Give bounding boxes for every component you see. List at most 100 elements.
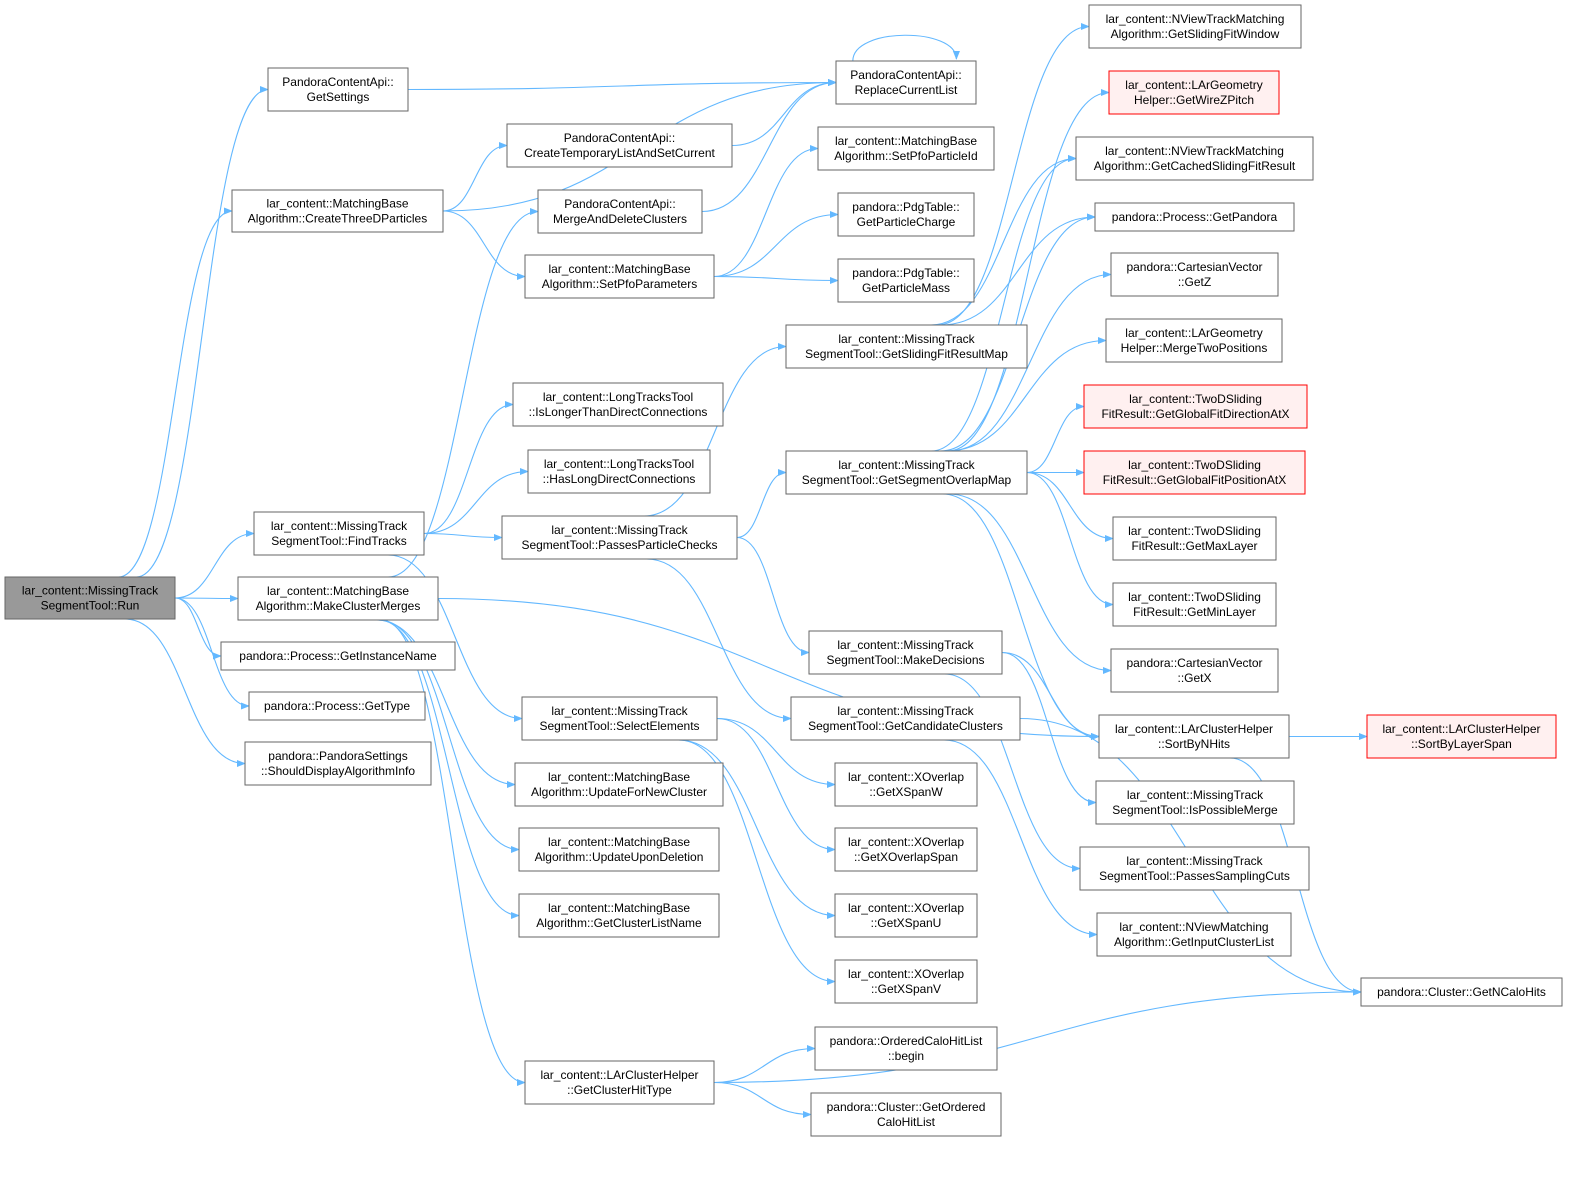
- node-label-line: lar_content::MissingTrack: [838, 458, 975, 472]
- edge-run-to-getInstanceName: [174, 597, 222, 660]
- node-box: [1098, 714, 1290, 759]
- node-updateDel[interactable]: lar_content::MatchingBaseAlgorithm::Upda…: [518, 827, 720, 872]
- node-label-line: lar_content::NViewTrackMatching: [1106, 12, 1285, 26]
- node-createTemp[interactable]: PandoraContentApi::CreateTemporaryListAn…: [506, 123, 733, 168]
- node-createThreeD[interactable]: lar_content::MatchingBaseAlgorithm::Crea…: [231, 189, 444, 233]
- edge-findTracks-to-selectElements: [387, 554, 523, 723]
- node-box: [244, 741, 432, 786]
- node-label-line: lar_content::MissingTrack: [551, 704, 688, 718]
- node-label-line: Algorithm::GetInputClusterList: [1114, 935, 1275, 949]
- node-globalDir[interactable]: lar_content::TwoDSlidingFitResult::GetGl…: [1083, 384, 1308, 429]
- node-isLonger[interactable]: lar_content::LongTracksTool::IsLongerTha…: [512, 382, 724, 427]
- node-label-line: lar_content::MatchingBase: [266, 197, 408, 211]
- node-minLayer[interactable]: lar_content::TwoDSlidingFitResult::GetMi…: [1112, 582, 1277, 627]
- edge-getHitType-to-getNCaloHits: [713, 988, 1362, 1084]
- node-maxLayer[interactable]: lar_content::TwoDSlidingFitResult::GetMa…: [1112, 516, 1277, 561]
- node-getX[interactable]: pandora::CartesianVector::GetX: [1110, 648, 1279, 693]
- node-box: [1094, 202, 1295, 232]
- node-label-line: CaloHitList: [877, 1115, 936, 1129]
- node-makeMerges[interactable]: lar_content::MatchingBaseAlgorithm::Make…: [237, 576, 439, 621]
- node-box: [524, 254, 715, 299]
- node-getSFRMap[interactable]: lar_content::MissingTrackSegmentTool::Ge…: [785, 324, 1028, 369]
- node-label-line: lar_content::MatchingBase: [548, 770, 690, 784]
- node-label-line: SegmentTool::GetSlidingFitResultMap: [805, 347, 1008, 361]
- node-box: [1366, 714, 1557, 759]
- node-mergeTwo[interactable]: lar_content::LArGeometryHelper::MergeTwo…: [1105, 318, 1283, 363]
- node-label-line: ::GetX: [1177, 671, 1211, 685]
- node-label-line: lar_content::MissingTrack: [838, 332, 975, 346]
- node-getCandidates[interactable]: lar_content::MissingTrackSegmentTool::Ge…: [790, 696, 1021, 741]
- node-label-line: CreateTemporaryListAndSetCurrent: [524, 146, 715, 160]
- node-getSlidingWindow[interactable]: lar_content::NViewTrackMatchingAlgorithm…: [1088, 4, 1302, 49]
- node-xSpanV[interactable]: lar_content::XOverlap::GetXSpanV: [834, 959, 978, 1004]
- node-box: [785, 450, 1028, 495]
- node-sortByLayerSpan[interactable]: lar_content::LArClusterHelper::SortByLay…: [1366, 714, 1557, 759]
- node-label-line: SegmentTool::PassesSamplingCuts: [1099, 869, 1290, 883]
- edge-run-to-getType: [174, 597, 250, 710]
- node-xSpanU[interactable]: lar_content::XOverlap::GetXSpanU: [834, 893, 978, 938]
- node-isPossibleMerge[interactable]: lar_content::MissingTrackSegmentTool::Is…: [1095, 780, 1295, 825]
- node-getInputList[interactable]: lar_content::NViewMatchingAlgorithm::Get…: [1096, 912, 1292, 957]
- node-label-line: ::GetXOverlapSpan: [854, 850, 958, 864]
- node-getCachedSFR[interactable]: lar_content::NViewTrackMatchingAlgorithm…: [1075, 136, 1314, 181]
- node-replaceCurrentList[interactable]: PandoraContentApi::ReplaceCurrentList: [835, 60, 977, 105]
- node-globalPos[interactable]: lar_content::TwoDSlidingFitResult::GetGl…: [1083, 450, 1306, 495]
- node-box: [514, 762, 724, 807]
- node-getHitType[interactable]: lar_content::LArClusterHelper::GetCluste…: [524, 1060, 715, 1105]
- node-getListName[interactable]: lar_content::MatchingBaseAlgorithm::GetC…: [518, 893, 720, 938]
- node-run[interactable]: lar_content::MissingTrackSegmentTool::Ru…: [4, 576, 176, 620]
- edge-getSettings-to-replaceCurrentList: [407, 78, 837, 91]
- node-getCharge[interactable]: pandora::PdgTable::GetParticleCharge: [837, 192, 975, 237]
- node-begin[interactable]: pandora::OrderedCaloHitList::begin: [814, 1026, 998, 1071]
- node-setPfoParams[interactable]: lar_content::MatchingBaseAlgorithm::SetP…: [524, 254, 715, 299]
- node-getSettings[interactable]: PandoraContentApi::GetSettings: [267, 67, 409, 112]
- node-label-line: lar_content::XOverlap: [848, 770, 964, 784]
- node-getZ[interactable]: pandora::CartesianVector::GetZ: [1110, 252, 1279, 297]
- node-box: [1088, 4, 1302, 49]
- node-getType[interactable]: pandora::Process::GetType: [248, 691, 426, 721]
- node-getNCaloHits[interactable]: pandora::Cluster::GetNCaloHits: [1360, 977, 1563, 1007]
- node-selectElements[interactable]: lar_content::MissingTrackSegmentTool::Se…: [521, 696, 718, 741]
- node-label-line: SegmentTool::PassesParticleChecks: [521, 538, 717, 552]
- node-shouldDisplay[interactable]: pandora::PandoraSettings::ShouldDisplayA…: [244, 741, 432, 786]
- edge-mergeDelete-to-replaceCurrentList: [701, 78, 837, 213]
- node-passesChecks[interactable]: lar_content::MissingTrackSegmentTool::Pa…: [501, 515, 738, 560]
- node-setPfoId[interactable]: lar_content::MatchingBaseAlgorithm::SetP…: [817, 126, 995, 171]
- edge-getSOMap-to-getWireZPitch: [947, 88, 1110, 452]
- node-getWireZPitch[interactable]: lar_content::LArGeometryHelper::GetWireZ…: [1108, 70, 1280, 115]
- node-label-line: lar_content::MissingTrack: [1126, 854, 1263, 868]
- edge-makeMerges-to-mergeDelete: [387, 207, 539, 578]
- node-updateNew[interactable]: lar_content::MatchingBaseAlgorithm::Upda…: [514, 762, 724, 807]
- node-xOverlapSpan[interactable]: lar_content::XOverlap::GetXOverlapSpan: [834, 827, 978, 872]
- node-label-line: ::SortByLayerSpan: [1411, 737, 1512, 751]
- node-label-line: lar_content::TwoDSliding: [1128, 590, 1261, 604]
- edge-run-to-makeMerges: [174, 594, 239, 603]
- node-findTracks[interactable]: lar_content::MissingTrackSegmentTool::Fi…: [253, 511, 425, 556]
- node-label-line: ::IsLongerThanDirectConnections: [529, 405, 708, 419]
- node-xSpanW[interactable]: lar_content::XOverlap::GetXSpanW: [834, 762, 978, 807]
- node-makeDecisions[interactable]: lar_content::MissingTrackSegmentTool::Ma…: [808, 630, 1003, 675]
- node-hasLong[interactable]: lar_content::LongTracksTool::HasLongDire…: [527, 449, 711, 494]
- node-label-line: FitResult::GetMaxLayer: [1131, 539, 1257, 553]
- edge-passesChecks-to-getCandidates: [646, 558, 792, 723]
- edge-makeMerges-to-getListName: [378, 619, 520, 920]
- node-getSOMap[interactable]: lar_content::MissingTrackSegmentTool::Ge…: [785, 450, 1028, 495]
- node-box: [1095, 780, 1295, 825]
- node-passesSampling[interactable]: lar_content::MissingTrackSegmentTool::Pa…: [1079, 846, 1310, 891]
- node-label-line: Algorithm::MakeClusterMerges: [256, 599, 421, 613]
- node-label-line: SegmentTool::GetSegmentOverlapMap: [802, 473, 1012, 487]
- node-box: [524, 1060, 715, 1105]
- edge-getSOMap-to-maxLayer: [1026, 471, 1114, 543]
- edge-getSOMap-to-getCachedSFR: [930, 154, 1077, 452]
- node-box: [1079, 846, 1310, 891]
- node-layer: lar_content::MissingTrackSegmentTool::Ru…: [4, 4, 1563, 1137]
- node-sortByNHits[interactable]: lar_content::LArClusterHelper::SortByNHi…: [1098, 714, 1290, 759]
- node-getInstanceName[interactable]: pandora::Process::GetInstanceName: [220, 641, 456, 671]
- node-label-line: ::GetClusterHitType: [567, 1083, 672, 1097]
- node-getMass[interactable]: pandora::PdgTable::GetParticleMass: [837, 258, 975, 303]
- node-label-line: pandora::CartesianVector: [1126, 260, 1262, 274]
- node-mergeDelete[interactable]: PandoraContentApi::MergeAndDeleteCluster…: [537, 189, 703, 234]
- node-label-line: SegmentTool::SelectElements: [539, 719, 699, 733]
- node-getPandora[interactable]: pandora::Process::GetPandora: [1094, 202, 1295, 232]
